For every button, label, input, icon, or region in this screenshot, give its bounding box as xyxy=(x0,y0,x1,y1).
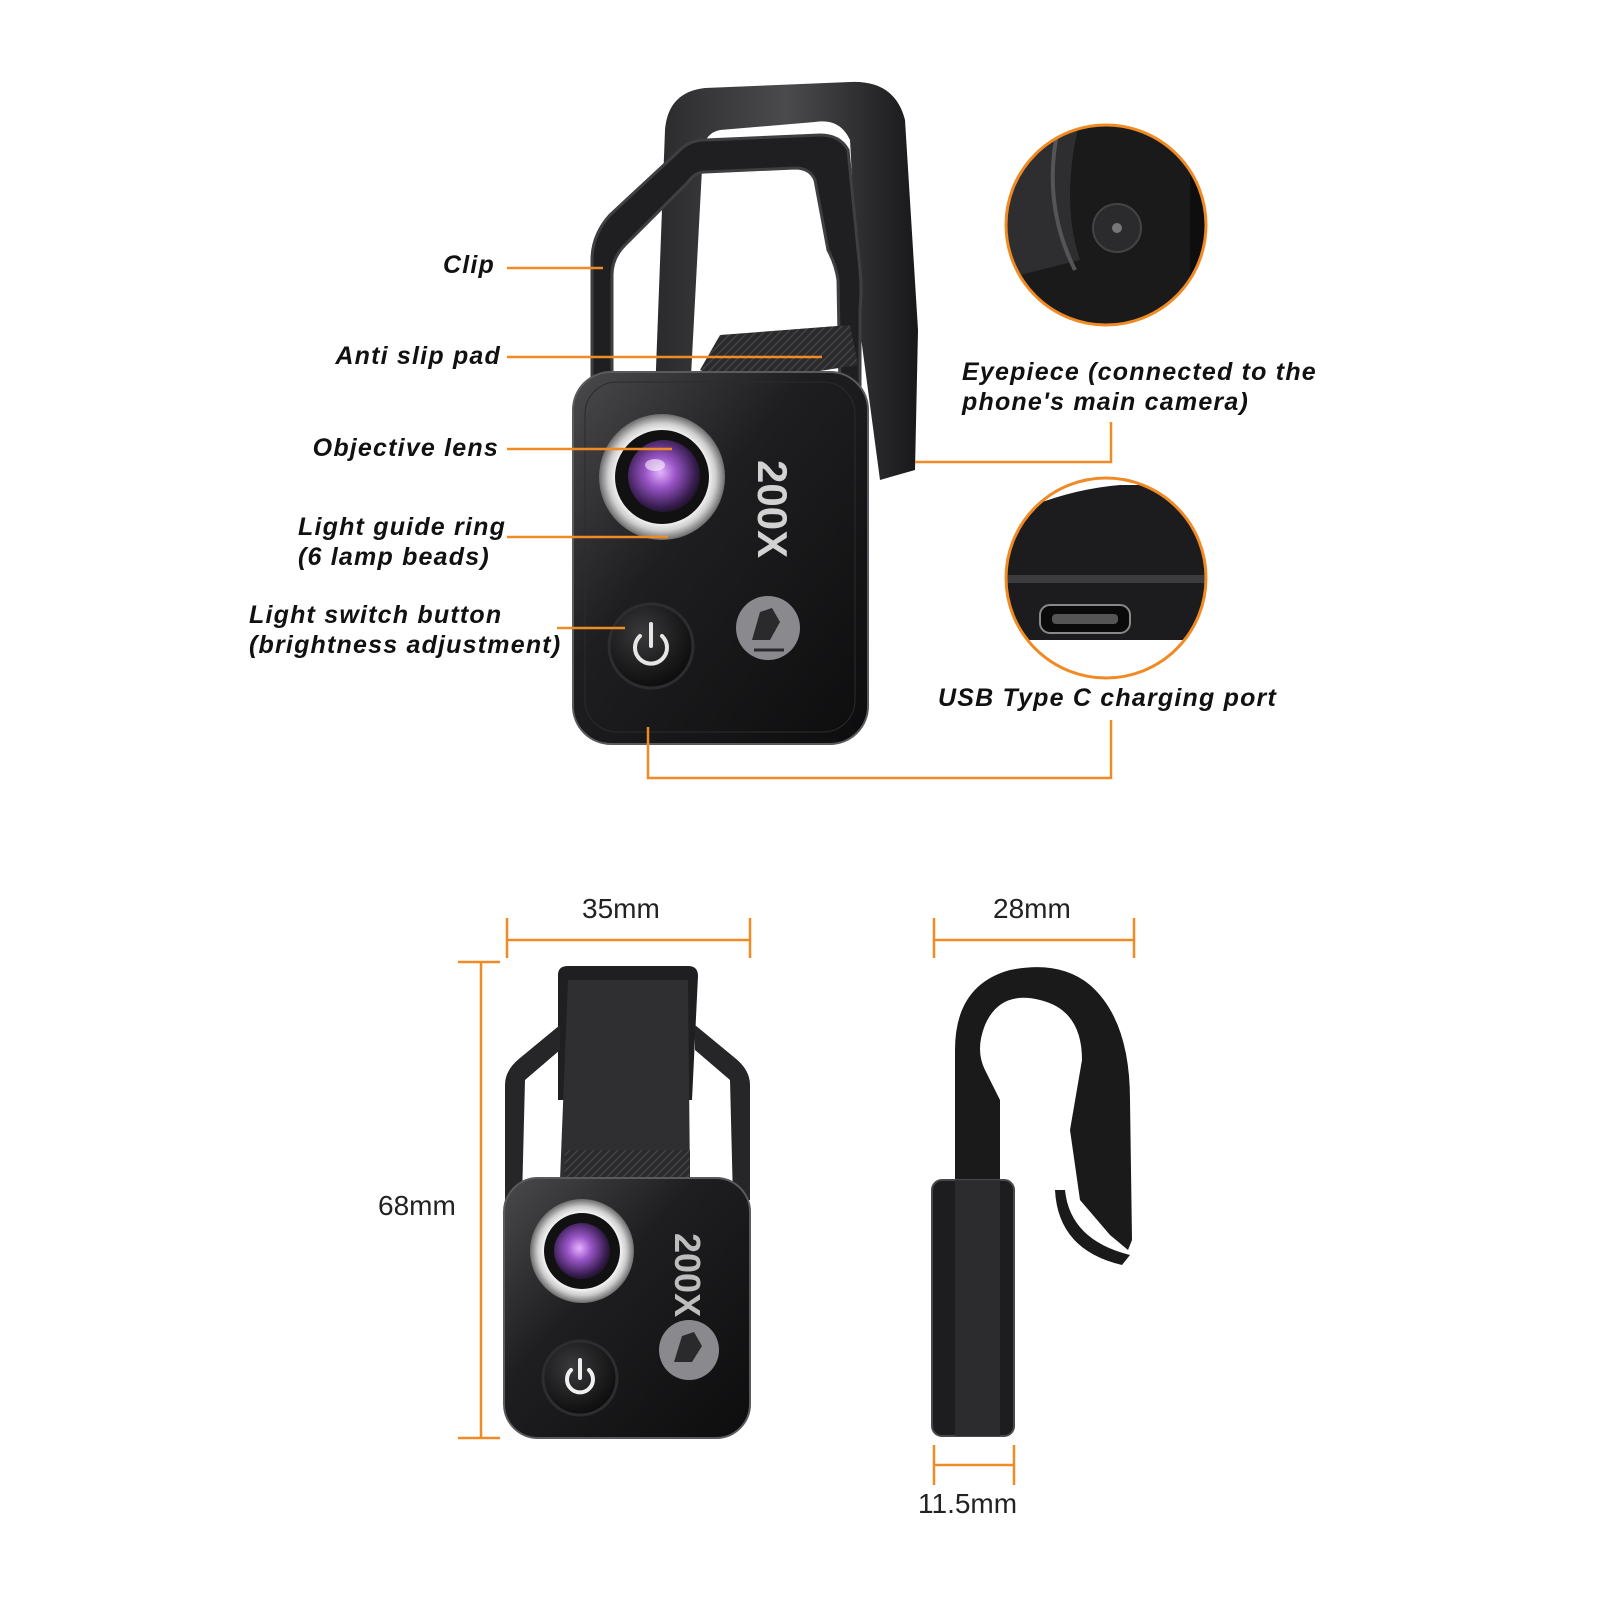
label-clip: Clip xyxy=(442,251,495,279)
dimension-width: 35mm xyxy=(582,893,660,924)
dimension-thickness: 11.5mm xyxy=(918,1488,1018,1519)
eyepiece-detail xyxy=(1004,123,1208,327)
front-magnification-text: 200X xyxy=(667,1233,708,1317)
label-eyepiece: Eyepiece (connected to the phone's main … xyxy=(962,358,1317,416)
label-light-switch-button: Light switch button (brightness adjustme… xyxy=(249,601,562,659)
usb-port-detail xyxy=(1004,476,1208,680)
magnification-text: 200X xyxy=(749,460,796,558)
dimension-depth: 28mm xyxy=(993,893,1071,924)
microscope-side-view xyxy=(931,967,1132,1437)
dimension-height: 68mm xyxy=(378,1190,456,1221)
objective-lens-shape xyxy=(628,440,700,512)
label-usb-port: USB Type C charging port xyxy=(938,684,1278,712)
label-light-guide-ring: Light guide ring (6 lamp beads) xyxy=(298,513,507,571)
label-objective-lens: Objective lens xyxy=(312,434,499,462)
microscope-main-view: 200X xyxy=(572,81,918,745)
dimension-lines xyxy=(458,918,1136,1485)
label-anti-slip-pad: Anti slip pad xyxy=(335,342,501,370)
microscope-body xyxy=(572,371,869,745)
leader-lines xyxy=(507,266,1113,780)
front-body xyxy=(503,1177,751,1439)
microscope-front-view: 200X xyxy=(503,966,751,1439)
anti-slip-pad-shape xyxy=(700,325,858,385)
